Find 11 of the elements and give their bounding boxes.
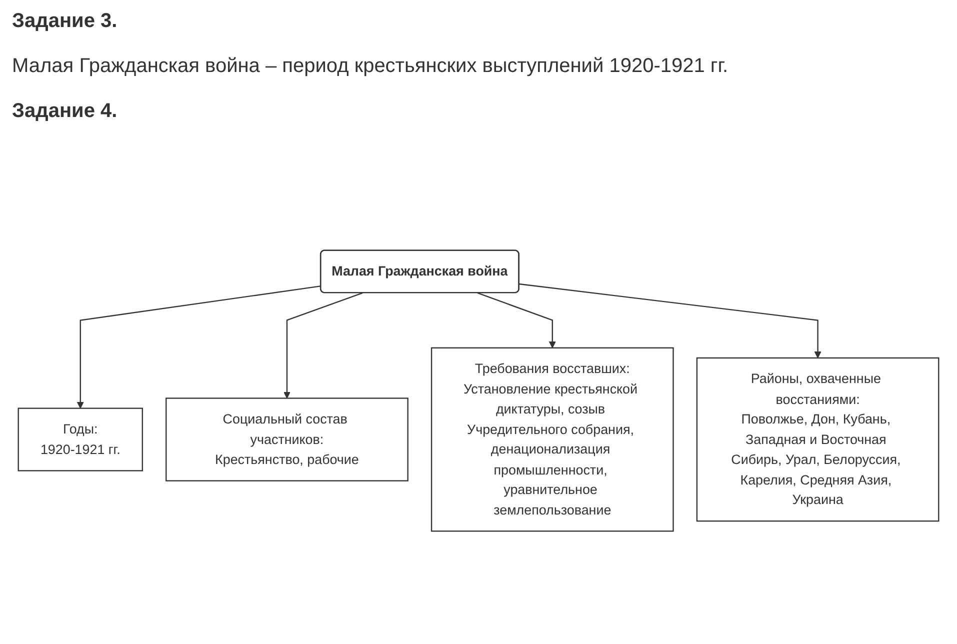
node-box: Социальный состав участников: Крестьянство, рабочие — [166, 397, 408, 482]
arrow — [519, 283, 822, 358]
node-box: Требования восставших: Установление крестьянской диктатуры, созыв Учредительного собрания, денационализация промышленности, уравнительное землепользование — [430, 347, 674, 532]
node-box: Годы: 1920-1921 гг. — [18, 407, 144, 472]
arrow — [284, 292, 363, 398]
task-heading: Задание 3. — [12, 10, 118, 33]
node-box: Районы, охваченные восстаниями: Поволжье, Дон, Кубань, Западная и Восточная Сибирь, Урал, Белоруссия, Карелия, Средняя Азия, Украина — [696, 357, 940, 522]
task-heading: Задание 4. — [12, 100, 118, 123]
arrow — [477, 292, 556, 348]
arrow — [76, 285, 322, 408]
definition-text: Малая Гражданская война – период крестьянских выступлений 1920-1921 гг. — [12, 55, 730, 78]
